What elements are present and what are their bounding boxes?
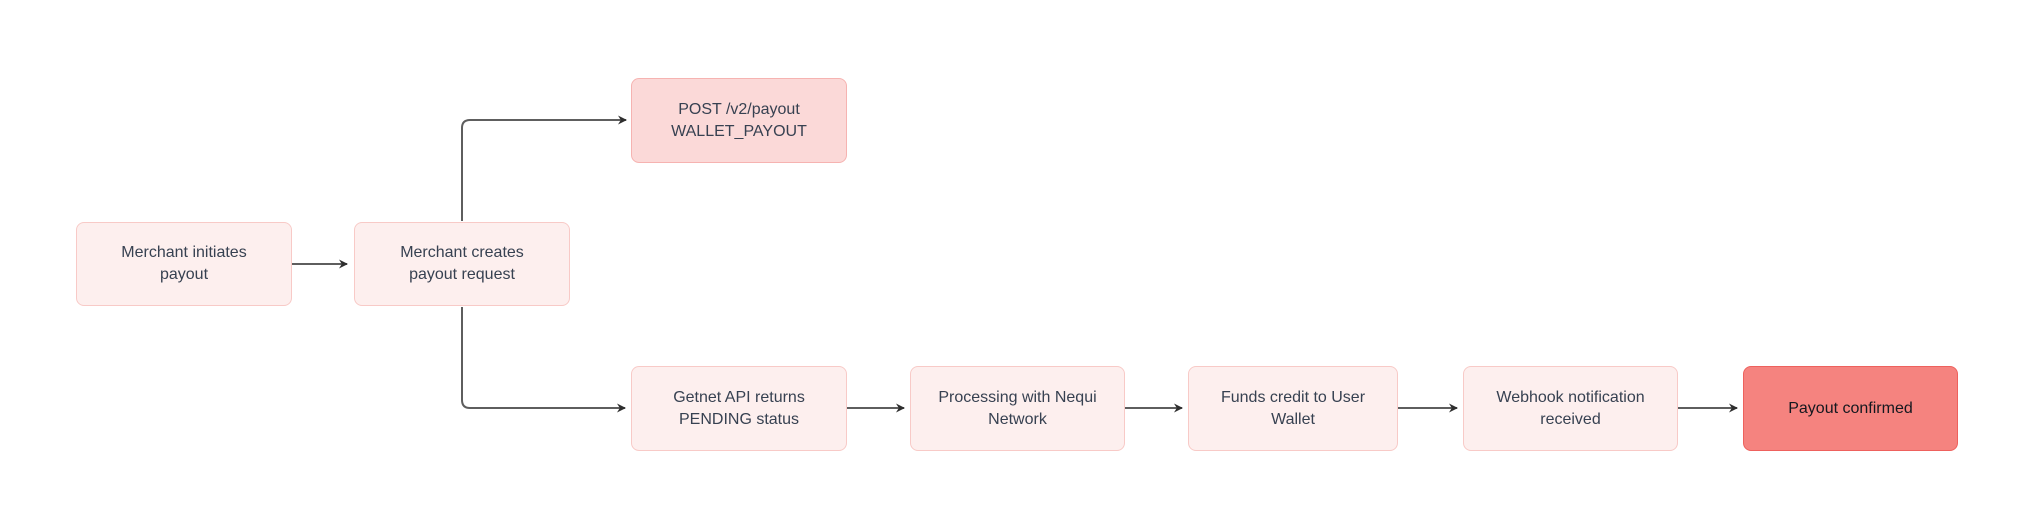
node-label-line: PENDING status — [678, 410, 800, 428]
edge-merchant-creates-to-post-v2-payout — [461, 115, 627, 221]
node-webhook-received: Webhook notification received — [1463, 366, 1678, 451]
node-merchant-creates: Merchant creates payout request — [354, 222, 570, 306]
edge-merchant-creates-to-getnet-pending — [461, 307, 626, 413]
node-label-line: received — [1540, 410, 1601, 428]
node-merchant-initiates: Merchant initiates payout — [76, 222, 292, 306]
node-payout-confirmed: Payout confirmed — [1743, 366, 1958, 451]
node-label-line: payout request — [409, 266, 515, 283]
node-label-line: Merchant creates — [400, 244, 524, 261]
node-label-line: Processing with Nequi — [938, 388, 1097, 406]
node-label-line: Webhook notification — [1496, 388, 1645, 406]
node-label-line: Wallet — [1271, 410, 1315, 428]
node-funds-credit: Funds credit to User Wallet — [1188, 366, 1398, 451]
node-label-line: POST /v2/payout — [678, 100, 800, 118]
node-label-line: payout — [159, 266, 209, 283]
node-getnet-pending: Getnet API returns PENDING status — [631, 366, 847, 451]
node-label-line: WALLET_PAYOUT — [671, 122, 807, 140]
node-label-line: Payout confirmed — [1788, 399, 1913, 417]
node-label-line: Getnet API returns — [673, 388, 805, 406]
node-label-line: Network — [988, 410, 1047, 428]
node-processing-nequi: Processing with Nequi Network — [910, 366, 1125, 451]
node-label-line: Funds credit to User — [1220, 388, 1366, 406]
node-post-v2-payout: POST /v2/payout WALLET_PAYOUT — [631, 78, 847, 163]
node-label-line: Merchant initiates — [121, 244, 247, 261]
